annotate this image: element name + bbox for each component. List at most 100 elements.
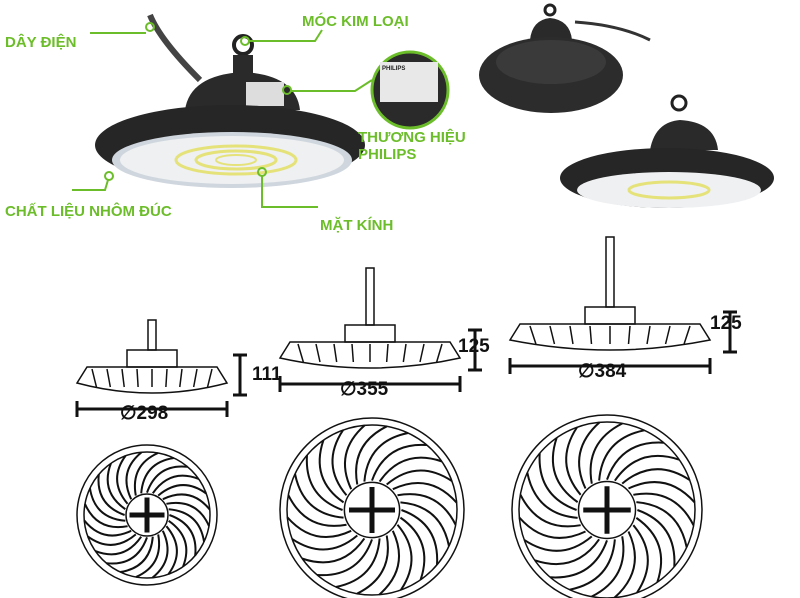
top-view-fin <box>146 465 188 493</box>
top-view-fin <box>106 537 148 565</box>
main-lamp <box>95 13 450 188</box>
side-view-fin <box>627 325 631 345</box>
height-1: 111 <box>252 364 282 385</box>
top-view-fin <box>125 451 143 500</box>
top-view-fin <box>301 537 366 564</box>
side-view-fin <box>106 368 112 388</box>
top-view-fin <box>526 472 578 519</box>
top-view-fin <box>633 492 695 526</box>
side-view-driver <box>344 324 396 343</box>
side-view-fin <box>165 368 168 388</box>
top-view-fin <box>399 516 426 581</box>
side-view-fin <box>589 325 593 345</box>
side-view-fin <box>402 343 407 363</box>
brand-logo: PHILIPS <box>382 66 406 72</box>
side-view-fin <box>549 325 556 345</box>
top-view-fin <box>397 493 457 526</box>
side-view-fin <box>435 343 443 363</box>
side-view-fin <box>664 325 671 345</box>
top-view-fin <box>591 536 625 598</box>
height-3: 125 <box>710 313 742 334</box>
top-view-fin <box>133 452 159 496</box>
top-view-fin <box>589 422 623 484</box>
top-view-fin <box>378 530 401 596</box>
top-view-fin <box>378 456 443 483</box>
top-view-fin <box>331 429 348 496</box>
top-view-fin <box>162 493 211 511</box>
top-view-fin <box>157 484 207 497</box>
height-dimension-line <box>233 353 247 397</box>
side-view-fin <box>683 325 691 345</box>
side-view-body <box>75 366 229 394</box>
callout-cable: DÂY ĐIỆN <box>5 34 77 51</box>
top-view-fin <box>598 429 645 481</box>
top-view-fin <box>400 501 450 547</box>
side-view-fin <box>385 343 389 363</box>
top-view-fin <box>140 456 174 494</box>
side-view-driver <box>126 349 178 368</box>
top-view-fin <box>635 517 662 583</box>
top-view-fin <box>291 534 358 551</box>
top-view-fin <box>519 494 581 528</box>
top-view-fin <box>621 468 691 485</box>
top-view-fin <box>166 501 210 527</box>
top-view-fin <box>636 501 688 548</box>
top-view-fin <box>88 488 126 522</box>
top-view-rim <box>83 451 211 579</box>
top-view-fin <box>168 519 188 568</box>
side-view-fin <box>529 325 537 345</box>
top-view-fin <box>396 524 413 591</box>
side-view-fin <box>136 368 139 388</box>
top-view-fin <box>392 481 458 504</box>
top-view-fin <box>305 455 343 511</box>
top-view-fin <box>294 473 344 519</box>
side-view-body <box>508 323 712 351</box>
top-view-fin <box>151 530 169 579</box>
top-view-fin <box>628 481 696 504</box>
side-view-hook <box>605 236 615 308</box>
top-view-fin <box>613 531 636 598</box>
top-view-fin <box>538 453 577 511</box>
diameter-dimension-line <box>508 358 712 374</box>
top-view-fin <box>169 514 197 556</box>
side-view-fin <box>333 343 338 363</box>
diameter-3: ∅384 <box>578 361 627 382</box>
top-view-fin <box>565 426 582 496</box>
callout-hook: MÓC KIM LOẠI <box>302 13 409 30</box>
top-view-fin <box>632 524 649 594</box>
top-view-fin <box>135 534 161 578</box>
side-view-fin <box>569 325 574 345</box>
top-view-fin <box>151 474 200 494</box>
top-view-fin <box>614 455 680 482</box>
top-view-fin <box>363 432 409 482</box>
top-view-fin <box>120 536 154 574</box>
top-view-fin <box>97 474 125 516</box>
top-view-fin <box>318 439 345 504</box>
top-view-fin <box>168 508 206 542</box>
top-view-fin <box>523 535 593 552</box>
top-view-fin <box>286 516 352 539</box>
diameter-dimension-line <box>278 376 462 392</box>
side-view-fin <box>192 368 198 388</box>
diameter-dimension-line <box>75 401 229 417</box>
top-view-mount-cross <box>583 486 631 534</box>
top-view-fin <box>335 538 381 588</box>
top-view-mount-cross <box>349 487 395 533</box>
side-view-fin <box>351 343 355 363</box>
top-view-fin <box>116 455 129 505</box>
top-view-fin <box>343 424 366 490</box>
top-view-fin <box>552 437 579 503</box>
side-view-fin <box>419 343 425 363</box>
height-2: 125 <box>458 336 490 357</box>
lamp-back-view <box>479 3 651 113</box>
side-view-fin <box>297 343 305 363</box>
top-view-fin <box>87 533 137 546</box>
side-view-fin <box>646 325 651 345</box>
top-view-fin <box>106 462 126 511</box>
callout-lens: MẶT KÍNH <box>320 217 394 234</box>
top-view-fin <box>637 509 676 567</box>
top-view-fin <box>518 516 586 539</box>
top-view-fin <box>317 539 373 577</box>
top-view-fin <box>578 421 601 489</box>
